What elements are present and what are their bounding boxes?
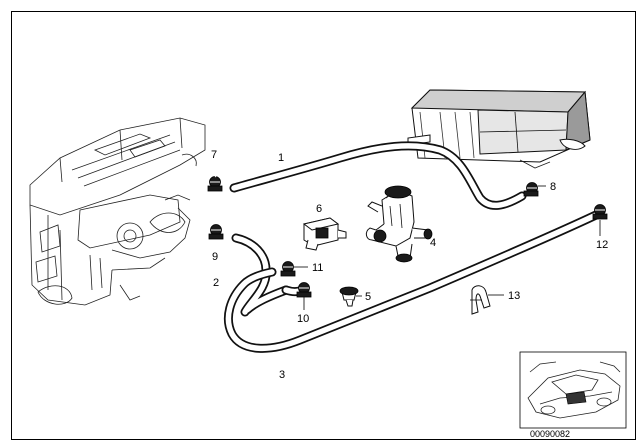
hose-clamp-11 [280, 261, 296, 277]
callout-5: 5 [365, 291, 371, 303]
callout-6: 6 [316, 203, 322, 215]
hose-3 [224, 210, 601, 353]
diagram-frame [11, 11, 636, 440]
hose-clamp-8 [523, 182, 539, 197]
callout-10: 10 [297, 313, 309, 325]
auxiliary-pump-illustration [302, 217, 347, 251]
callout-2: 2 [213, 277, 219, 289]
hose-clamp-12 [592, 204, 608, 220]
grommet-5 [339, 286, 359, 307]
callout-4: 4 [430, 237, 436, 249]
hose-1 [229, 141, 527, 210]
car-location-thumbnail [519, 351, 627, 429]
callout-8: 8 [550, 181, 556, 193]
callout-13: 13 [508, 290, 520, 302]
callout-3: 3 [279, 369, 285, 381]
callout-12: 12 [596, 239, 608, 251]
callout-11: 11 [312, 262, 323, 274]
water-valve-illustration [365, 185, 433, 263]
heater-core-illustration [407, 89, 591, 169]
callout-1: 1 [278, 152, 284, 164]
callout-7: 7 [211, 149, 217, 161]
hose-clamp-7 [207, 172, 223, 192]
engine-block-illustration [29, 117, 206, 306]
hose-clamp-9 [208, 224, 224, 240]
reference-code: 00090082 [530, 429, 570, 439]
hose-holder-13 [470, 285, 491, 315]
callout-9: 9 [212, 251, 218, 263]
hose-clamp-10 [296, 282, 312, 298]
